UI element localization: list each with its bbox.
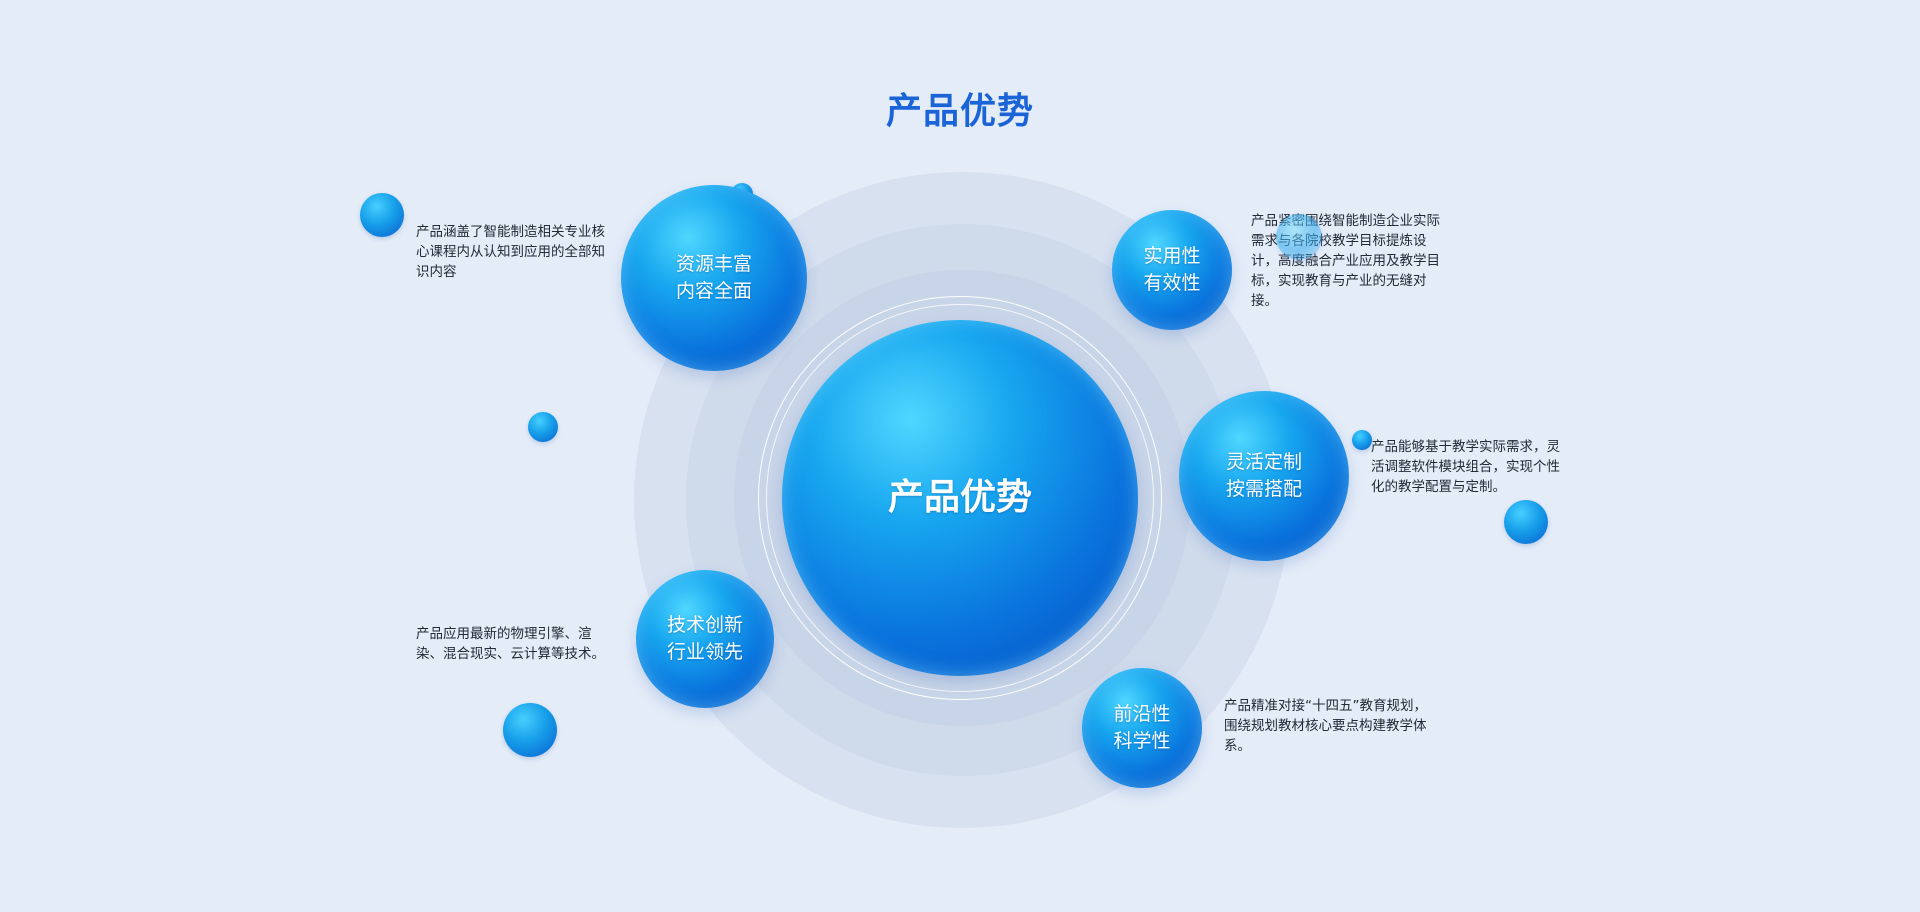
advantage-description-resources: 产品涵盖了智能制造相关专业核心课程内从认知到应用的全部知识内容 (416, 224, 605, 280)
sphere-label-line1: 前沿性 (1113, 703, 1171, 725)
sphere-label-line1: 灵活定制 (1225, 451, 1302, 473)
sphere-label-line1: 技术创新 (666, 614, 743, 636)
outline-ring-outer (758, 296, 1162, 700)
advantage-sphere-customization: 灵活定制 按需搭配 (1179, 391, 1349, 561)
decorative-bubble (360, 193, 404, 237)
decorative-bubble (503, 703, 557, 757)
sphere-label-line2: 有效性 (1143, 272, 1201, 294)
page-title: 产品优势 (885, 91, 1034, 132)
center-sphere-label: 产品优势 (887, 477, 1032, 518)
advantage-description-customization: 产品能够基于教学实际需求，灵活调整软件模块组合，实现个性化的教学配置与定制。 (1371, 439, 1560, 495)
advantage-description-frontier: 产品精准对接“十四五”教育规划，围绕规划教材核心要点构建教学体系。 (1224, 698, 1427, 754)
decorative-bubble (528, 412, 558, 442)
center-sphere: 产品优势 (782, 320, 1138, 676)
sphere-label-line2: 内容全面 (675, 280, 752, 302)
sphere-label-line2: 科学性 (1113, 730, 1171, 752)
advantage-description-innovation: 产品应用最新的物理引擎、渲染、混合现实、云计算等技术。 (416, 626, 605, 662)
advantage-sphere-innovation: 技术创新 行业领先 (636, 570, 774, 708)
sphere-label-line1: 实用性 (1143, 245, 1201, 267)
decorative-bubble (1276, 214, 1322, 260)
outline-ring-inner (766, 304, 1154, 692)
decorative-bubble (1352, 430, 1372, 450)
sphere-label-line1: 资源丰富 (675, 253, 752, 275)
advantage-sphere-frontier: 前沿性 科学性 (1082, 668, 1202, 788)
decorative-bubble (1504, 500, 1548, 544)
sphere-label-line2: 行业领先 (666, 641, 743, 663)
sphere-label-line2: 按需搭配 (1225, 478, 1302, 500)
advantage-sphere-resources: 资源丰富 内容全面 (621, 185, 807, 371)
advantage-sphere-practicality: 实用性 有效性 (1112, 210, 1232, 330)
